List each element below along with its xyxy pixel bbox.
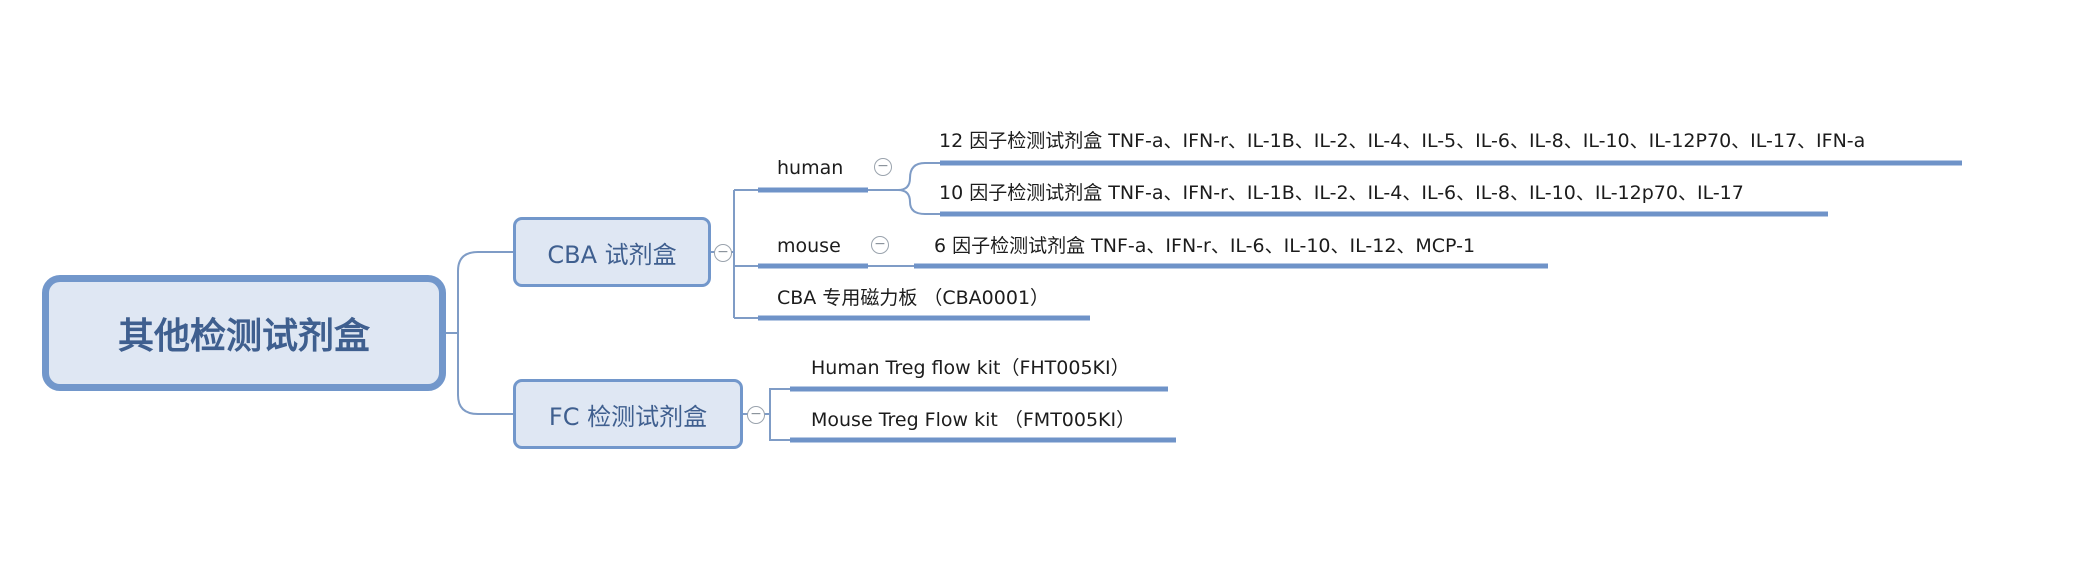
human-item-1[interactable]: 12 因子检测试剂盒 TNF-a、IFN-r、IL-1B、IL-2、IL-4、I… [939,130,1866,152]
root-label: 其他检测试剂盒 [117,316,370,357]
fc-item-1[interactable]: Human Treg flow kit（FHT005KI） [811,357,1130,379]
fc-item-2[interactable]: Mouse Treg Flow kit （FMT005KI） [811,409,1136,431]
human-node[interactable]: human [777,157,844,179]
edge-root-to-cba [446,251,513,334]
collapse-mouse-toggle-icon[interactable]: − [871,236,889,254]
edge-root-to-fc [457,333,513,415]
collapse-human-toggle-icon[interactable]: − [874,158,892,176]
mouse-item-1[interactable]: 6 因子检测试剂盒 TNF-a、IFN-r、IL-6、IL-10、IL-12、M… [934,235,1476,257]
cba-magnet-plate[interactable]: CBA 专用磁力板 （CBA0001） [777,287,1050,309]
collapse-cba-toggle-icon[interactable]: − [714,244,732,262]
fc-label: FC 检测试剂盒 [548,402,708,431]
collapse-fc-toggle-icon[interactable]: − [747,406,765,424]
edge-human-to-items [868,162,940,215]
human-item-2[interactable]: 10 因子检测试剂盒 TNF-a、IFN-r、IL-1B、IL-2、IL-4、I… [939,182,1744,204]
cba-label: CBA 试剂盒 [547,240,677,269]
root-node[interactable]: 其他检测试剂盒 [42,275,446,391]
cba-node[interactable]: CBA 试剂盒 [513,217,711,287]
mouse-node[interactable]: mouse [777,235,841,257]
fc-node[interactable]: FC 检测试剂盒 [513,379,743,449]
